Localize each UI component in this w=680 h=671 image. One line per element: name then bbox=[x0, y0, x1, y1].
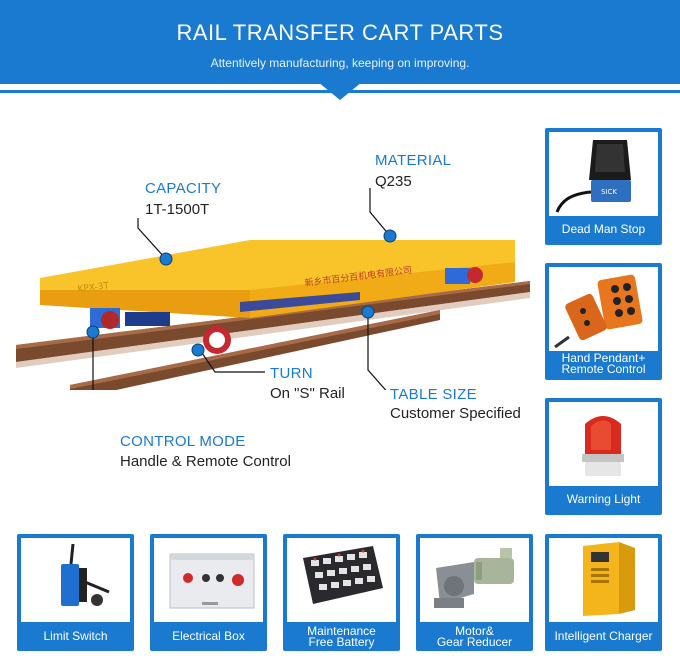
table-size-leader bbox=[367, 312, 387, 390]
capacity-title: CAPACITY bbox=[145, 180, 222, 197]
cart-end-text: KPX-3T bbox=[77, 281, 110, 295]
dead-man-stop-label: Dead Man Stop bbox=[561, 222, 646, 236]
part-card-electrical-box[interactable]: Electrical Box bbox=[150, 534, 267, 651]
hand-pendant-image bbox=[549, 267, 658, 351]
electrical-box-label: Electrical Box bbox=[172, 629, 245, 643]
turn-dot bbox=[191, 343, 205, 357]
table-size-value: Customer Specified bbox=[390, 405, 521, 422]
cart-body bbox=[40, 240, 515, 354]
dead-man-stop-brand: SICK bbox=[601, 188, 617, 196]
rail-track bbox=[16, 281, 530, 390]
turn-title: TURN bbox=[270, 365, 313, 382]
battery-image bbox=[287, 538, 396, 622]
control-mode-dot bbox=[86, 325, 100, 339]
dead-man-stop-image: SICK bbox=[549, 132, 658, 216]
hand-pendant-label-line2: Remote Control bbox=[561, 362, 646, 376]
control-mode-leader bbox=[92, 334, 94, 390]
table-size-dot bbox=[361, 305, 375, 319]
part-card-warning-light[interactable]: Warning Light bbox=[545, 398, 662, 515]
capacity-dot bbox=[159, 252, 173, 266]
capacity-leader bbox=[137, 218, 166, 259]
part-card-dead-man-stop[interactable]: SICK Dead Man Stop bbox=[545, 128, 662, 245]
material-dot bbox=[383, 229, 397, 243]
warning-light-label: Warning Light bbox=[566, 492, 641, 506]
capacity-value: 1T-1500T bbox=[145, 201, 210, 218]
material-value: Q235 bbox=[375, 173, 412, 190]
battery-label-line1: Maintenance bbox=[307, 624, 376, 638]
charger-image bbox=[549, 538, 658, 622]
table-size-title: TABLE SIZE bbox=[390, 386, 477, 403]
header-banner: RAIL TRANSFER CART PARTS Attentively man… bbox=[0, 0, 680, 84]
limit-switch-label: Limit Switch bbox=[43, 629, 108, 643]
electrical-box-image bbox=[154, 538, 263, 622]
battery-label-line2: Free Battery bbox=[308, 635, 375, 649]
header-divider bbox=[0, 90, 680, 93]
gear-reducer-image bbox=[420, 538, 529, 622]
part-card-charger[interactable]: Intelligent Charger bbox=[545, 534, 662, 651]
gear-reducer-label-line1: Motor& bbox=[455, 624, 494, 638]
limit-switch-image bbox=[21, 538, 130, 622]
control-mode-title: CONTROL MODE bbox=[120, 433, 246, 450]
rail-cart-illustration: 新乡市百分百机电有限公司 KPX-3T bbox=[16, 188, 530, 390]
gear-reducer-label-line2: Gear Reducer bbox=[436, 635, 513, 649]
hand-pendant-label-line1: Hand Pendant+ bbox=[561, 351, 646, 365]
turn-leader bbox=[199, 349, 265, 373]
material-title: MATERIAL bbox=[375, 152, 452, 169]
part-card-gear-reducer[interactable]: Motor& Gear Reducer bbox=[416, 534, 533, 651]
charger-label: Intelligent Charger bbox=[554, 629, 653, 643]
part-card-hand-pendant[interactable]: Hand Pendant+ Remote Control bbox=[545, 263, 662, 380]
material-leader bbox=[369, 188, 391, 237]
part-card-battery[interactable]: Maintenance Free Battery bbox=[283, 534, 400, 651]
control-mode-value: Handle & Remote Control bbox=[120, 453, 291, 470]
turn-value: On "S" Rail bbox=[270, 385, 345, 402]
page-title: RAIL TRANSFER CART PARTS bbox=[176, 20, 504, 45]
warning-light-image bbox=[549, 402, 658, 486]
part-card-limit-switch[interactable]: Limit Switch bbox=[17, 534, 134, 651]
page-subtitle: Attentively manufacturing, keeping on im… bbox=[210, 56, 470, 70]
